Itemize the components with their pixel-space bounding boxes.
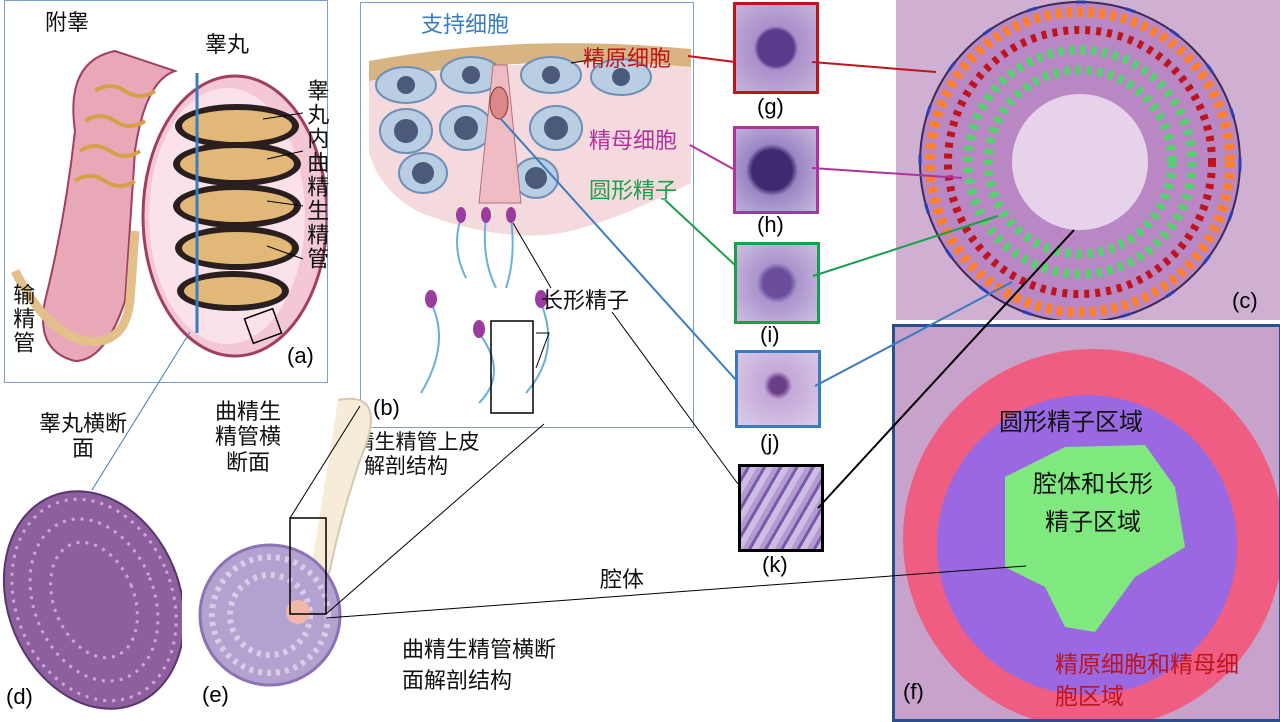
- spermatocyte-label: 精母细胞: [589, 129, 678, 154]
- panel-f-letter: (f): [903, 679, 924, 704]
- round-spermatid-region-label: 圆形精子区域: [999, 408, 1143, 436]
- tubule-anatomy-caption: 曲精生精管横断面解剖结构: [402, 638, 557, 694]
- outer-region-label: 精原细胞和精母细胞区域: [1055, 652, 1239, 711]
- cell-g-letter: (g): [757, 94, 784, 119]
- elongated-spermatid-label: 长形精子: [541, 289, 630, 314]
- panel-a: 附睾 睾丸 睾丸内曲精生精管 输精管 (a): [4, 0, 328, 383]
- panel-c: (c): [896, 0, 1280, 320]
- tubule-cross-section-micrograph: [896, 0, 1280, 320]
- panel-a-letter: (a): [287, 343, 314, 368]
- cell-j-letter: (j): [760, 430, 780, 455]
- testis-illustration: [10, 49, 327, 363]
- panel-c-letter: (c): [1232, 288, 1258, 313]
- cell-g: [733, 2, 819, 94]
- sertoli-label: 支持细胞: [421, 13, 510, 38]
- vas-deferens-label: 输精管: [9, 283, 35, 355]
- panel-f: 圆形精子区域 腔体和长形精子区域 精原细胞和精母细胞区域 (f): [892, 324, 1280, 722]
- panel-d-letter: (d): [6, 684, 33, 709]
- lumen-region-label: 腔体和长形精子区域: [1033, 470, 1153, 537]
- spermatogonia-label: 精原细胞: [583, 47, 672, 72]
- panel-d: (d): [0, 488, 182, 720]
- cell-j: [735, 350, 821, 428]
- panel-e-letter: (e): [202, 682, 229, 707]
- testis-cross-section-micrograph: [2, 490, 182, 710]
- round-spermatid-label: 圆形精子: [589, 179, 678, 204]
- cell-k-letter: (k): [762, 552, 788, 577]
- cell-i: [734, 242, 820, 324]
- epithelium-illustration: [369, 43, 691, 414]
- cell-k: [738, 464, 824, 552]
- tubule-cross-section-caption: 曲精生精管横断面: [214, 400, 281, 476]
- panel-b: 支持细胞 精原细胞 精母细胞 圆形精子 长形精子 (b): [360, 2, 694, 428]
- epididymis-label: 附睾: [45, 11, 90, 36]
- cell-i-letter: (i): [760, 322, 780, 347]
- testis-label: 睾丸: [205, 33, 250, 58]
- panel-b-letter: (b): [373, 395, 400, 420]
- zone-overlay: [903, 349, 1279, 719]
- cell-h-letter: (h): [757, 212, 784, 237]
- testis-cross-section-caption: 睾丸横断面: [38, 412, 127, 463]
- seminiferous-tubule-label: 睾丸内曲精生精管: [303, 79, 329, 271]
- lumen-label: 腔体: [600, 568, 645, 593]
